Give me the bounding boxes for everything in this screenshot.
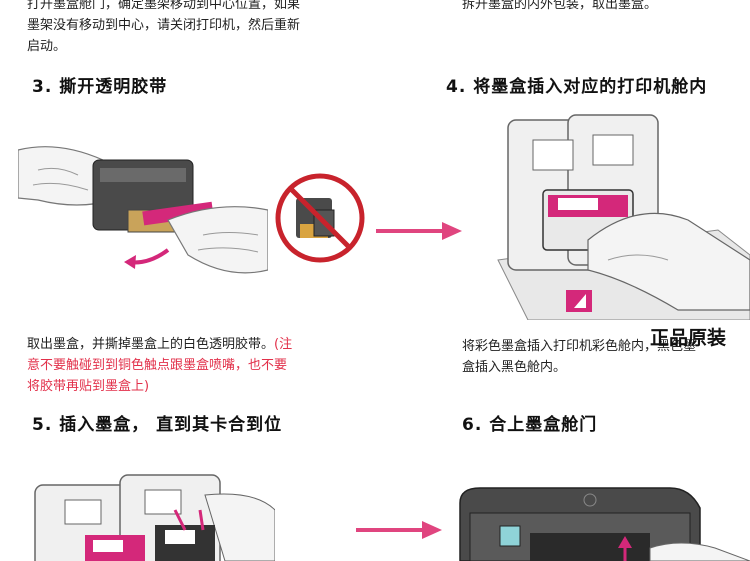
step-3-description: 取出墨盒，并撕掉墨盒上的白色透明胶带。(注 意不要触碰到到铜色触点跟墨盒喷嘴，也… (27, 334, 347, 397)
step-5-heading: 5. 插入墨盒， 直到其卡合到位 (32, 415, 283, 435)
top-left-line-2: 墨架没有移动到中心，请关闭打印机，然后重新 (27, 18, 301, 33)
step-3-desc-black: 取出墨盒，并撕掉墨盒上的白色透明胶带。 (27, 337, 275, 352)
step-4-desc-line-1: 将彩色墨盒插入打印机彩色舱内，黑色墨 (462, 339, 697, 354)
top-left-line-1: 打开墨盒舱门，确定墨架移动到中心位置，如果 (27, 0, 301, 12)
top-right-instructions: 拆开墨盒的内外包装，取出墨盒。 (462, 0, 658, 12)
genuine-stamp: 正品原装 (650, 327, 727, 349)
top-left-line-3: 启动。 (27, 39, 67, 54)
step-3-desc-red-line-3: 将胶带再贴到墨盒上) (27, 379, 150, 394)
top-left-instructions: 打开墨盒舱门，确定墨架移动到中心位置，如果 墨架没有移动到中心，请关闭打印机，然… (27, 0, 357, 57)
insert-cartridge-illustration (488, 110, 750, 320)
step-4-description: 将彩色墨盒插入打印机彩色舱内，黑色墨 盒插入黑色舱内。 (462, 336, 742, 378)
printer-illustration (440, 478, 750, 561)
cartridges-seated-illustration (25, 470, 275, 561)
arrow-step5-to-step6 (356, 519, 442, 541)
step-4-heading: 4. 将墨盒插入对应的打印机舱内 (446, 77, 708, 97)
step-4-desc-line-2: 盒插入黑色舱内。 (462, 360, 567, 375)
peel-tape-illustration (18, 140, 268, 300)
no-touch-contacts-icon (274, 172, 366, 264)
step-3-desc-red-line-2: 意不要触碰到到铜色触点跟墨盒喷嘴，也不要 (27, 358, 288, 373)
arrow-step3-to-step4 (376, 220, 462, 242)
step-3-desc-red-start: (注 (274, 337, 293, 352)
step-6-heading: 6. 合上墨盒舱门 (462, 415, 598, 435)
step-3-heading: 3. 撕开透明胶带 (32, 77, 168, 97)
